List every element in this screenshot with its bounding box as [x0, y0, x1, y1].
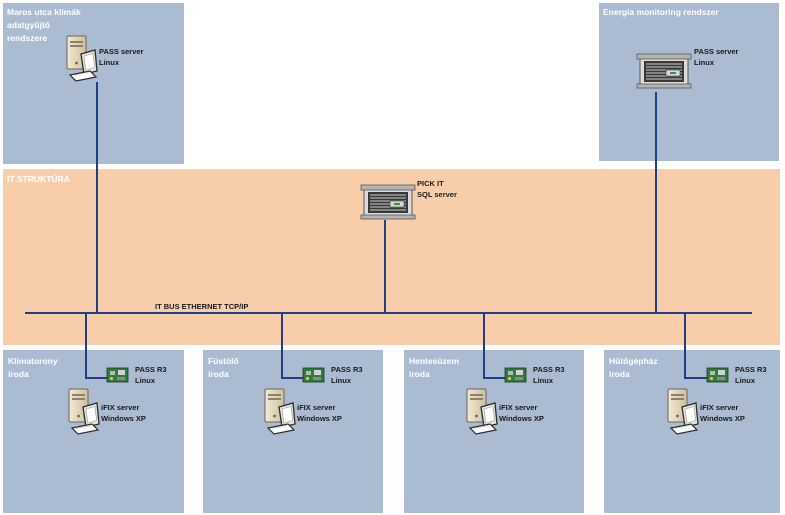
- office-4-title: Hűtőgépház iroda: [609, 356, 660, 379]
- connection-lines: [25, 82, 752, 379]
- ethernet-bus-label: IT BUS ETHERNET TCP/IP: [155, 302, 248, 311]
- maros-zone-title: Maros utca klímák adatgyűjtő rendszere: [7, 7, 83, 43]
- maros-server-label: PASS server Linux: [99, 47, 146, 67]
- office-2-title: Füstölő iroda: [208, 356, 241, 379]
- pick-it-server-label: PICK IT SQL server: [417, 179, 457, 199]
- office-3-title: Hentesüzem iroda: [409, 356, 461, 379]
- circuit-board-icon: [504, 367, 527, 383]
- office-4-board-label: PASS R3 Linux: [735, 365, 769, 385]
- zone-maros-climate: [3, 3, 184, 164]
- circuit-board-icon: [106, 367, 129, 383]
- link-office-1: [85, 313, 107, 379]
- zone-office-3: [404, 350, 584, 513]
- link-office-4: [684, 313, 707, 379]
- energy-server-label: PASS server Linux: [694, 47, 741, 67]
- office-3-pc-label: iFIX server Windows XP: [499, 403, 544, 423]
- zone-energy-monitoring: [599, 3, 779, 161]
- zone-office-2: [203, 350, 383, 513]
- link-office-2: [281, 313, 303, 379]
- office-1-board-label: PASS R3 Linux: [135, 365, 169, 385]
- circuit-board-icon: [302, 367, 325, 383]
- link-office-3: [483, 313, 505, 379]
- office-2-pc-label: iFIX server Windows XP: [297, 403, 342, 423]
- rack-server-icon: [360, 184, 416, 220]
- office-1-pc-label: iFIX server Windows XP: [101, 403, 146, 423]
- rack-server-icon: [636, 53, 692, 89]
- it-zone-title: IT STRUKTÚRA: [7, 173, 70, 184]
- energy-zone-title: Energia monitoring rendszer: [603, 7, 719, 17]
- office-3-board-label: PASS R3 Linux: [533, 365, 567, 385]
- office-1-title: Klímatorony iroda: [8, 356, 60, 379]
- circuit-board-icon: [706, 367, 729, 383]
- office-2-board-label: PASS R3 Linux: [331, 365, 365, 385]
- office-4-pc-label: iFIX server Windows XP: [700, 403, 745, 423]
